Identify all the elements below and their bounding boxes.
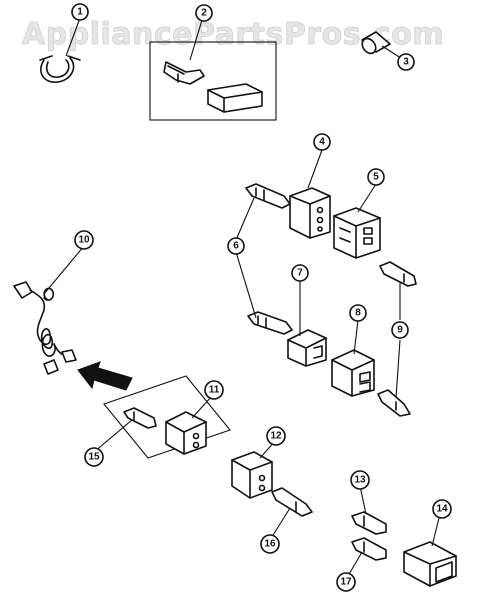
- part-15-terminal: [123, 407, 157, 429]
- part-7-housing[interactable]: [287, 329, 327, 367]
- svg-text:17: 17: [340, 577, 352, 588]
- callout-8: 8: [349, 304, 367, 322]
- callout-15: 15: [84, 447, 104, 467]
- part-2-terminal: [163, 61, 205, 85]
- part-14-housing[interactable]: [403, 541, 457, 587]
- callout-2: 2: [195, 4, 213, 22]
- part-8-housing[interactable]: [331, 349, 375, 397]
- part-12-housing[interactable]: [231, 451, 273, 499]
- leader-lines: [43, 17, 441, 577]
- part-9-terminal-upper[interactable]: [379, 261, 417, 287]
- part-10-wire-harness[interactable]: [13, 281, 77, 375]
- callout-1: 1: [71, 3, 89, 21]
- part-11-housing: [165, 411, 207, 455]
- svg-text:14: 14: [436, 504, 448, 515]
- svg-text:13: 13: [354, 475, 366, 486]
- part-1-clamp[interactable]: [39, 55, 81, 83]
- svg-text:6: 6: [233, 241, 239, 252]
- callout-11: 11: [204, 380, 224, 400]
- callout-6: 6: [227, 237, 245, 255]
- callout-17: 17: [336, 572, 356, 592]
- part-2-housing: [207, 83, 263, 113]
- callout-5: 5: [367, 168, 385, 186]
- callout-9: 9: [391, 321, 409, 339]
- part-4-housing[interactable]: [289, 187, 331, 239]
- callout-7: 7: [291, 264, 309, 282]
- part-11-kit-box[interactable]: [103, 375, 231, 459]
- svg-text:16: 16: [264, 539, 276, 550]
- svg-text:12: 12: [270, 431, 282, 442]
- callout-13: 13: [350, 470, 370, 490]
- arrow-indicator: [77, 361, 133, 391]
- part-9-terminal-lower[interactable]: [377, 389, 411, 417]
- svg-text:15: 15: [88, 452, 100, 463]
- svg-text:1: 1: [77, 7, 83, 18]
- svg-text:5: 5: [373, 172, 379, 183]
- part-16-terminal[interactable]: [271, 487, 313, 517]
- svg-text:11: 11: [209, 385, 220, 396]
- part-2-kit-box[interactable]: [149, 41, 277, 121]
- part-17-terminal[interactable]: [351, 537, 387, 561]
- part-6-terminal-lower[interactable]: [247, 311, 293, 335]
- svg-text:9: 9: [397, 325, 403, 336]
- callout-3: 3: [397, 53, 415, 71]
- svg-text:8: 8: [355, 308, 361, 319]
- part-13-terminal[interactable]: [351, 511, 387, 535]
- part-5-housing[interactable]: [333, 207, 381, 259]
- callout-14: 14: [432, 499, 452, 519]
- callout-12: 12: [266, 426, 286, 446]
- callout-4: 4: [313, 133, 331, 151]
- svg-text:3: 3: [403, 57, 409, 68]
- svg-text:10: 10: [78, 235, 90, 246]
- callout-10: 10: [74, 230, 94, 250]
- svg-text:4: 4: [319, 137, 325, 148]
- part-6-terminal-upper[interactable]: [245, 183, 291, 209]
- svg-text:7: 7: [297, 268, 303, 279]
- callout-16: 16: [260, 534, 280, 554]
- svg-text:2: 2: [201, 8, 207, 19]
